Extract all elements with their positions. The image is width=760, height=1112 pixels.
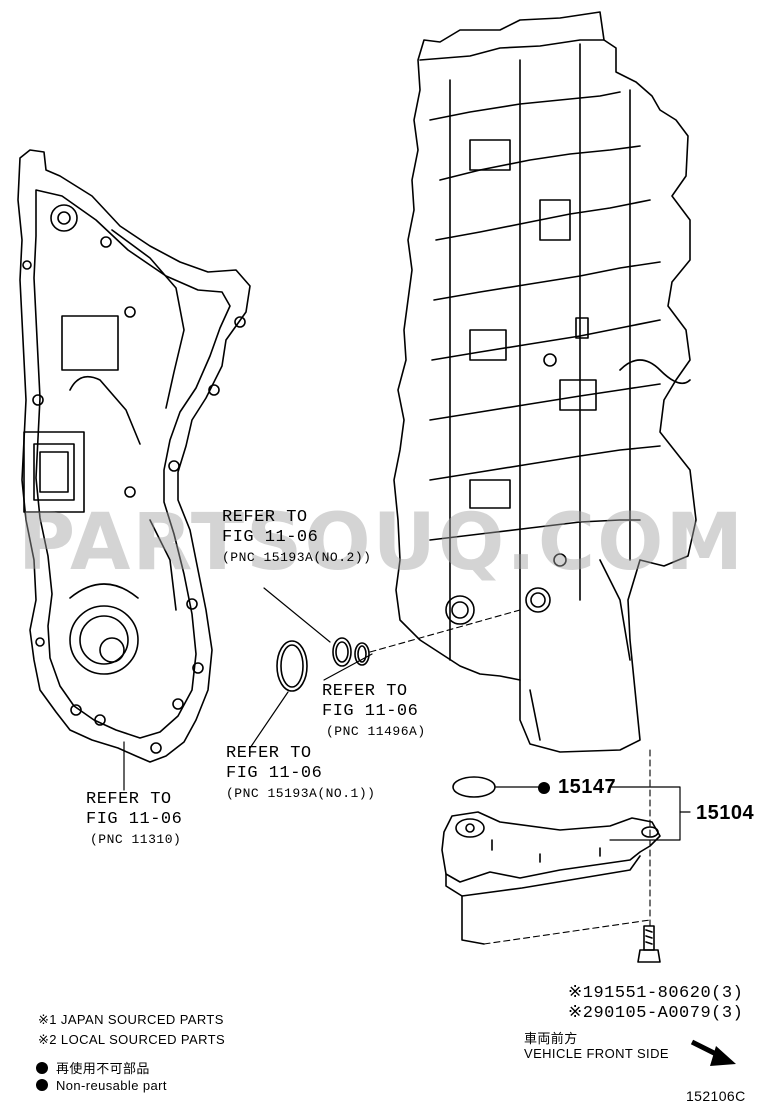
vehicle-front-arrow (690, 1039, 736, 1066)
alignment-dashed-lines (369, 609, 651, 945)
part-15104[interactable]: 15104 (696, 802, 755, 824)
legend-non-reusable-en: Non-reusable part (36, 1078, 167, 1093)
non-reusable-dot-icon (36, 1062, 48, 1074)
non-reusable-dot-icon (538, 782, 550, 794)
refer-pnc: (PNC 15193A(NO.2)) (222, 550, 372, 565)
refer-line1: REFER TO (86, 790, 172, 809)
engine-block-illustration (393, 11, 697, 753)
vehicle-front-en: VEHICLE FRONT SIDE (524, 1046, 669, 1061)
refer-pnc: (PNC 11496A) (326, 724, 426, 739)
bolt-illustration (637, 925, 661, 963)
legend-non-reusable-jp: 再使用不可部品 (36, 1058, 150, 1077)
vehicle-front-jp: 車両前方 (524, 1031, 578, 1046)
timing-cover-illustration (17, 149, 251, 763)
legend-local-sourced: ※2 LOCAL SOURCED PARTS (38, 1032, 226, 1047)
refer-pnc: (PNC 11310) (90, 832, 182, 847)
gasket-oring-illustrations (276, 637, 496, 798)
non-reusable-dot-icon (36, 1079, 48, 1091)
legend-japan-sourced: ※1 JAPAN SOURCED PARTS (38, 1012, 224, 1027)
refer-line1: REFER TO (226, 744, 312, 763)
bolt-part-1[interactable]: ※191551-80620(3) (568, 984, 744, 1003)
bolt-part-list: ※191551-80620(3) ※290105-A0079(3) (568, 984, 743, 1024)
leader-lines (123, 587, 691, 841)
refer-line2: FIG 11-06 (226, 764, 323, 783)
refer-pnc: (PNC 15193A(NO.1)) (226, 786, 376, 801)
legend-text: Non-reusable part (56, 1078, 167, 1093)
refer-line1: REFER TO (322, 682, 408, 701)
oil-strainer-illustration (441, 811, 661, 945)
refer-line2: FIG 11-06 (86, 810, 183, 829)
watermark: PARTSOUQ.COM (18, 498, 746, 588)
refer-label-15193a-no1: REFER TO FIG 11-06 (PNC 15193A(NO.1)) (226, 744, 375, 804)
bolt-part-2[interactable]: ※290105-A0079(3) (568, 1004, 744, 1023)
part-15147[interactable]: 15147 (538, 776, 616, 799)
refer-line1: REFER TO (222, 508, 308, 527)
refer-line2: FIG 11-06 (322, 702, 419, 721)
figure-id: 152106C (686, 1088, 746, 1104)
refer-label-11496a: REFER TO FIG 11-06 (PNC 11496A) (322, 682, 426, 742)
part-number: 15147 (558, 776, 617, 798)
refer-line2: FIG 11-06 (222, 528, 319, 547)
refer-label-11310: REFER TO FIG 11-06 (PNC 11310) (86, 790, 182, 850)
legend-text: 再使用不可部品 (56, 1061, 150, 1076)
refer-label-15193a-no2: REFER TO FIG 11-06 (PNC 15193A(NO.2)) (222, 508, 371, 568)
